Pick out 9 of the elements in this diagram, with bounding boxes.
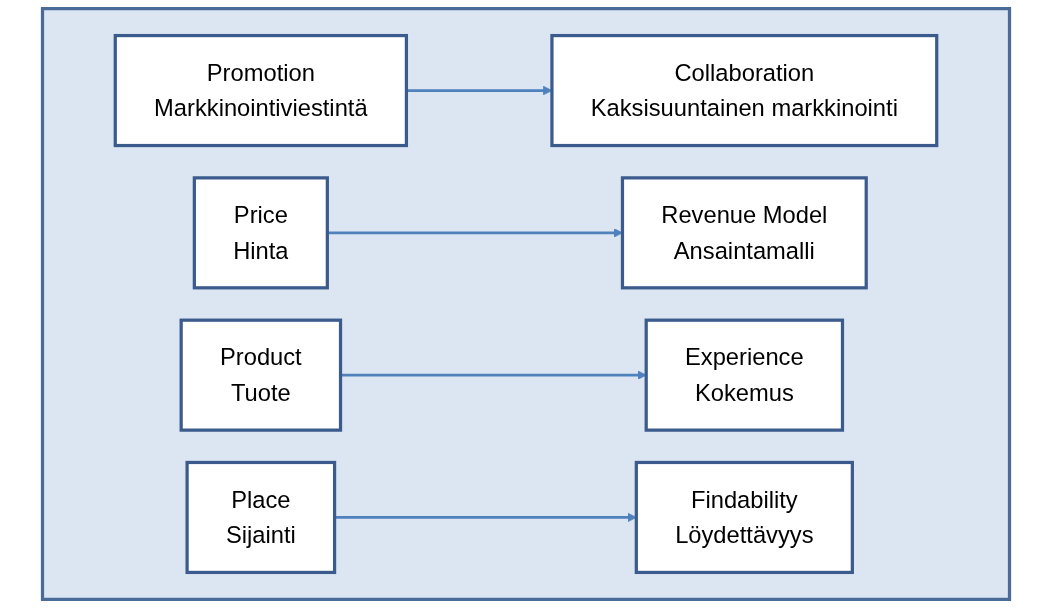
node-box: Product Tuote xyxy=(179,318,343,432)
node-box: Revenue Model Ansaintamalli xyxy=(620,176,868,290)
node-box: Place Sijainti xyxy=(185,460,337,575)
node-box: Experience Kokemus xyxy=(644,318,845,432)
node-box: Findability Löydettävyys xyxy=(634,460,854,575)
node-box: Price Hinta xyxy=(192,176,329,290)
cluster xyxy=(40,7,1012,601)
node-box: Promotion Markkinointiviestintä xyxy=(113,33,409,148)
node-box: Collaboration Kaksisuuntainen markkinointi xyxy=(550,33,939,148)
